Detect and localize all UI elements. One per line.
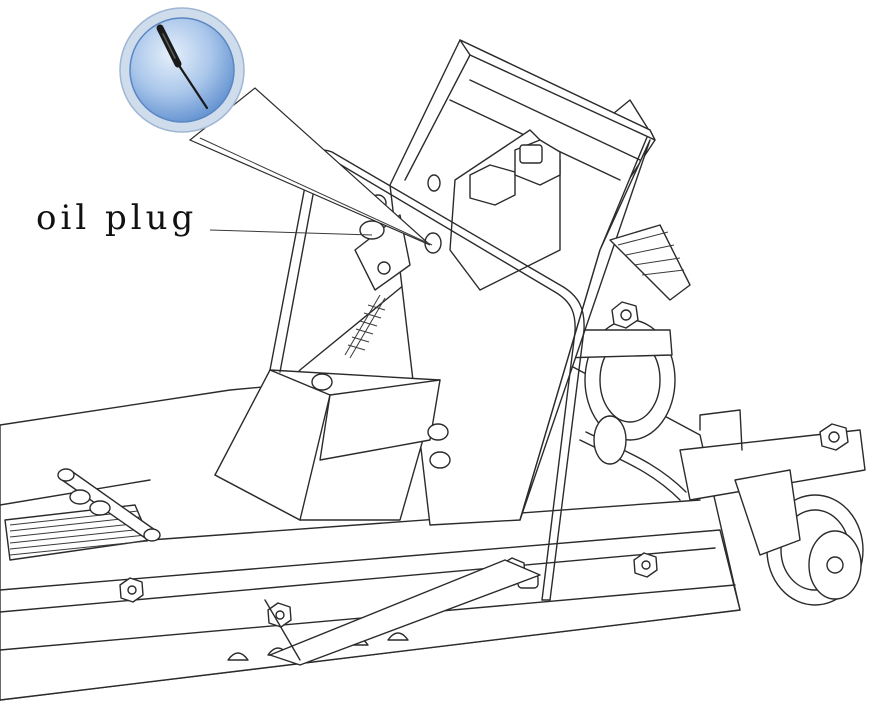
screwdriver-icon [119, 7, 245, 133]
handle-socket-rod [57, 468, 161, 542]
lift-arm [214, 39, 691, 526]
callout-leader-line [209, 229, 373, 236]
oil-plug [359, 174, 442, 275]
release-spring [344, 294, 386, 359]
jack-chassis [0, 359, 741, 701]
caster-wheel [679, 409, 866, 606]
oil-plug-label: oil plug [36, 198, 198, 238]
lifting-saddle [609, 224, 691, 301]
hydraulic-cylinder [559, 301, 687, 501]
